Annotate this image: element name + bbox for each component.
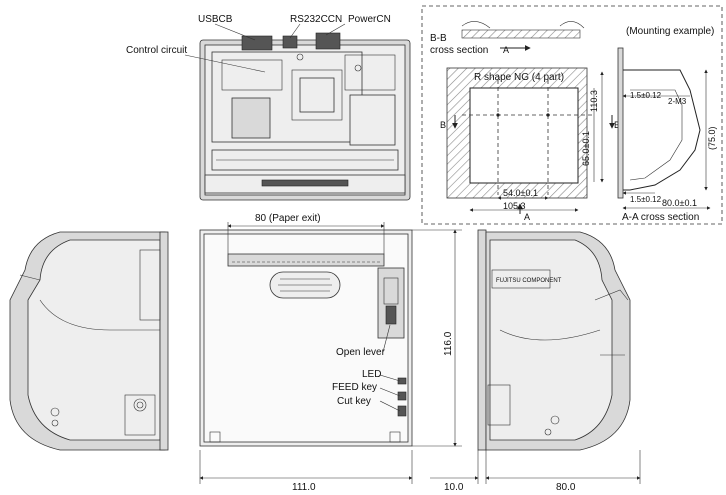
section-b-left: B [440, 120, 446, 130]
r-shape-note: R shape NG (4 part) [474, 72, 564, 83]
led-indicator [397, 377, 407, 385]
dim-110-3: 110.3 [589, 90, 599, 112]
paper-exit-label: 80 (Paper exit) [255, 213, 321, 224]
dim-1-5-bottom: 1.5±0.12 [630, 195, 662, 204]
bb-subtitle: cross section [430, 45, 488, 56]
dim-80-mount: 80.0±0.1 [662, 198, 697, 208]
rs232-label: RS232CCN [290, 14, 342, 25]
cut-key [397, 405, 407, 417]
led-label: LED [362, 369, 381, 380]
feed-key-label: FEED key [332, 382, 377, 393]
dim-65: 65.0±0.1 [581, 131, 591, 166]
top-view [184, 23, 411, 201]
section-a-bottom: A [524, 212, 530, 222]
powercn-label: PowerCN [348, 14, 391, 25]
m3-label: 2-M3 [668, 97, 687, 106]
open-lever-label: Open lever [336, 347, 386, 358]
dim-116: 116.0 [443, 331, 454, 356]
right-side-view [477, 229, 631, 451]
brand-label-plate [491, 269, 551, 289]
mount-profile [617, 47, 711, 210]
dim-10: 10.0 [444, 482, 464, 493]
rs232-connector [282, 35, 298, 49]
dim-105-3: 105.3 [503, 201, 526, 211]
feed-key [397, 391, 407, 401]
fujitsu-plate-text: FUJITSU COMPONENT [496, 278, 562, 284]
mounting-example-frame [421, 5, 723, 225]
dim-75: (75.0) [707, 126, 717, 150]
aa-cross-label: A-A cross section [622, 212, 699, 223]
section-b-right: B [614, 120, 620, 130]
bb-title: B-B [430, 33, 447, 44]
power-connector [315, 32, 341, 50]
left-side-view [9, 231, 169, 451]
panel-cutout [446, 67, 615, 214]
section-a-top: A [503, 45, 509, 55]
bb-section [461, 21, 585, 51]
open-lever [377, 267, 405, 339]
dim-80: 80.0 [556, 482, 576, 493]
mounting-example-title: (Mounting example) [626, 26, 714, 37]
usb-connector [241, 35, 273, 51]
dim-1-5-top: 1.5±0.12 [630, 91, 662, 100]
front-view [199, 222, 413, 447]
control-circuit-label: Control circuit [126, 45, 187, 56]
dim-54: 54.0±0.1 [503, 188, 538, 198]
usbcb-label: USBCB [198, 14, 233, 25]
dim-111: 111.0 [292, 482, 316, 493]
cut-key-label: Cut key [337, 396, 371, 407]
